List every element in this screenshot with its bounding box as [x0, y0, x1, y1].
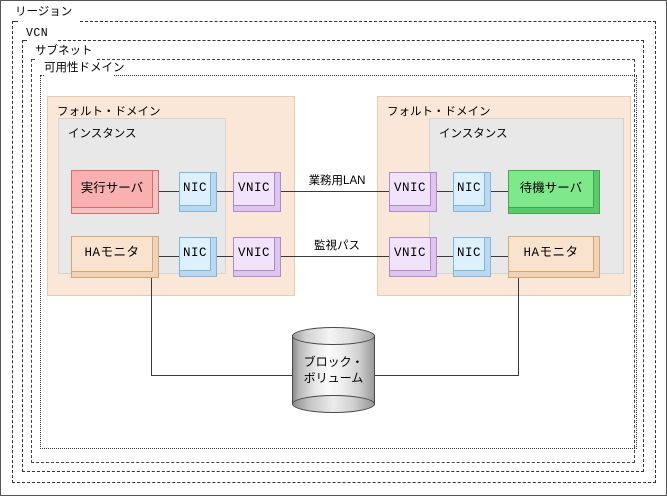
node-left-vnic-1-label: VNIC	[237, 181, 270, 196]
zone-region-top-edge-left	[12, 21, 18, 22]
fault-domain-right-label: フォルト・ドメイン	[387, 106, 491, 118]
link-left-to-storage-horizontal	[151, 375, 294, 376]
link-left-to-storage-vertical	[151, 268, 152, 376]
zone-region	[12, 21, 656, 483]
zone-ad-top-edge-right	[114, 75, 637, 76]
link-right-to-storage-vertical	[518, 268, 519, 376]
node-right-ha-monitor[interactable]: HAモニタ	[508, 236, 600, 278]
zone-vcn	[22, 40, 644, 472]
cylinder-top-ellipse	[292, 327, 375, 345]
zone-vcn-top-edge-left	[22, 40, 27, 41]
node-right-vnic-2[interactable]: VNIC	[389, 237, 437, 277]
block-volume-cylinder[interactable]: ブロック・ ボリューム	[292, 327, 375, 413]
node-right-vnic-1-bottom	[389, 205, 437, 212]
node-right-ha-monitor-label: HAモニタ	[523, 246, 579, 261]
zone-vcn-label: VCN	[26, 27, 49, 40]
link-right-nic1-server	[489, 191, 511, 192]
zone-subnet-top-edge-right	[97, 59, 635, 60]
node-left-nic-2[interactable]: NIC	[179, 237, 217, 277]
link-right-nic2-hamon	[489, 256, 511, 257]
zone-availability-domain	[40, 75, 637, 449]
block-volume-label-line2: ボリューム	[303, 371, 364, 385]
link-label-business-lan: 業務用LAN	[308, 175, 366, 187]
node-standby-server-label: 待機サーバ	[519, 181, 583, 196]
node-left-nic-2-label: NIC	[182, 246, 207, 261]
node-left-vnic-2-label: VNIC	[237, 246, 270, 261]
node-standby-server-bottom	[508, 207, 600, 214]
node-left-ha-monitor-label: HAモニタ	[84, 246, 140, 261]
link-left-nic2-vnic2	[214, 256, 238, 257]
node-left-ha-monitor[interactable]: HAモニタ	[71, 236, 159, 278]
block-volume-label: ブロック・ ボリューム	[292, 354, 375, 386]
node-right-nic-2-face: NIC	[453, 237, 485, 271]
zone-subnet-top-edge-left	[31, 59, 35, 60]
node-exec-server-face: 実行サーバ	[71, 170, 153, 208]
link-right-vnic2-nic2	[437, 256, 459, 257]
fault-domain-left-label: フォルト・ドメイン	[57, 106, 161, 118]
instance-left-label: インスタンス	[68, 128, 137, 140]
node-right-nic-1-label: NIC	[456, 181, 481, 196]
node-right-vnic-2-bottom	[389, 270, 437, 277]
block-volume-label-line1: ブロック・	[303, 354, 364, 369]
cylinder-bottom-ellipse	[292, 395, 375, 413]
link-left-hamon-nic2	[158, 256, 180, 257]
node-exec-server-label: 実行サーバ	[80, 181, 144, 196]
zone-region-label: リージョン	[15, 6, 73, 18]
node-left-vnic-1[interactable]: VNIC	[233, 172, 281, 212]
node-right-vnic-2-label: VNIC	[393, 246, 426, 261]
link-left-server-nic1	[158, 191, 180, 192]
node-left-nic-1[interactable]: NIC	[179, 172, 217, 212]
node-left-vnic-2[interactable]: VNIC	[233, 237, 281, 277]
link-right-vnic1-nic1	[437, 191, 459, 192]
node-right-vnic-1-face: VNIC	[389, 172, 431, 206]
node-left-vnic-1-bottom	[233, 205, 281, 212]
link-monitor-path	[280, 256, 392, 257]
node-left-nic-1-bottom	[179, 205, 217, 212]
link-right-to-storage-horizontal	[373, 375, 519, 376]
node-left-vnic-2-face: VNIC	[233, 237, 275, 271]
node-right-vnic-2-face: VNIC	[389, 237, 431, 271]
node-right-nic-2[interactable]: NIC	[453, 237, 491, 277]
node-right-nic-1[interactable]: NIC	[453, 172, 491, 212]
zone-availability-domain-label: 可用性ドメイン	[44, 62, 125, 74]
node-standby-server-face: 待機サーバ	[508, 170, 594, 208]
node-left-nic-1-label: NIC	[182, 181, 207, 196]
node-right-ha-monitor-bottom	[508, 271, 600, 278]
node-exec-server-bottom	[71, 207, 159, 214]
node-right-vnic-1[interactable]: VNIC	[389, 172, 437, 212]
zone-subnet	[31, 59, 635, 463]
node-left-nic-1-face: NIC	[179, 172, 211, 206]
zone-vcn-top-edge-right	[58, 40, 644, 41]
node-standby-server[interactable]: 待機サーバ	[508, 170, 600, 214]
node-left-nic-2-bottom	[179, 270, 217, 277]
node-right-nic-1-bottom	[453, 205, 491, 212]
instance-right-label: インスタンス	[439, 128, 508, 140]
cylinder-body	[292, 336, 375, 404]
node-left-ha-monitor-bottom	[71, 271, 159, 278]
zone-ad-top-edge-left	[40, 75, 44, 76]
node-exec-server[interactable]: 実行サーバ	[71, 170, 159, 214]
node-right-vnic-1-label: VNIC	[393, 181, 426, 196]
node-left-vnic-1-face: VNIC	[233, 172, 275, 206]
node-left-ha-monitor-face: HAモニタ	[71, 236, 153, 272]
zone-region-top-edge-right	[80, 21, 656, 22]
node-left-nic-2-face: NIC	[179, 237, 211, 271]
node-right-nic-2-bottom	[453, 270, 491, 277]
node-right-ha-monitor-face: HAモニタ	[508, 236, 594, 272]
node-left-vnic-2-bottom	[233, 270, 281, 277]
link-label-monitor-path: 監視パス	[314, 240, 360, 252]
node-right-nic-1-face: NIC	[453, 172, 485, 206]
node-right-nic-2-label: NIC	[456, 246, 481, 261]
link-business-lan	[280, 191, 392, 192]
link-left-nic1-vnic1	[214, 191, 238, 192]
zone-subnet-label: サブネット	[35, 45, 93, 57]
